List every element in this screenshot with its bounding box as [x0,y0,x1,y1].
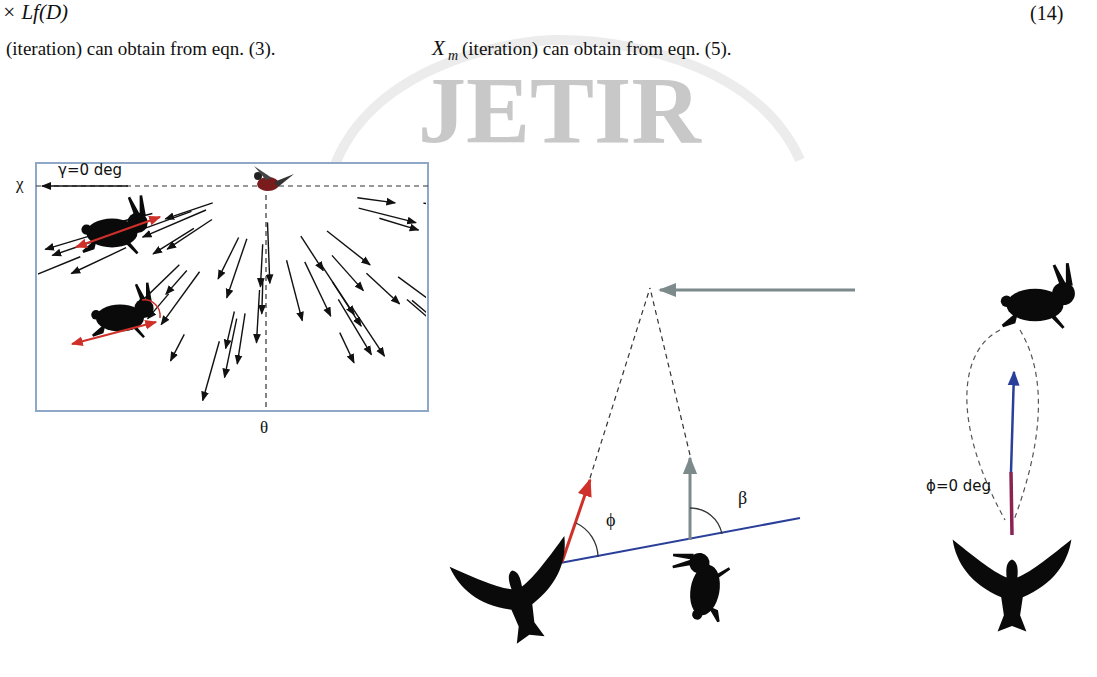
hawk-figure [450,536,589,655]
flow-arrow [237,313,245,364]
flow-arrow [407,299,426,326]
flow-arrow [366,273,399,304]
symbol: X [432,36,445,60]
axis-label: χ [16,174,24,194]
flow-arrow [338,299,371,354]
flow-arrow [379,218,418,230]
body-text: (iteration) can obtain from eqn. (5). [462,38,732,60]
angle-label: ϕ [606,510,615,531]
flow-arrow [256,290,259,343]
flow-arrow [227,239,247,298]
flow-arrow [161,272,199,325]
flow-arrow [301,236,323,270]
flow-arrow [287,260,303,320]
flow-arrow [262,279,263,314]
hawk-figure [953,540,1072,632]
flow-arrow [153,228,194,254]
angle-label: β [738,488,747,509]
flow-arrow [71,248,126,274]
flow-arrow [423,203,426,208]
watermark: JETIR [418,56,701,166]
rabbit-figure [1001,263,1075,328]
rabbit-figure [91,283,153,337]
flow-arrow [203,341,220,400]
angle-label: ϕ=0 deg [926,478,991,495]
pheasant-figure [254,166,294,191]
flow-arrow [305,262,331,316]
body-text: (iteration) can obtain from eqn. (3). [6,38,276,60]
equation-number: (14) [1030,2,1063,25]
flow-arrow [143,210,206,237]
flow-arrow [171,334,185,361]
flow-arrow [340,333,354,363]
flow-arrow [226,311,235,348]
flow-arrow [260,244,262,287]
equation-text: × Lf(D) [2,0,68,24]
angle-label: γ=0 deg [58,162,122,179]
flow-arrow [357,198,395,203]
flow-arrow [267,222,269,283]
axis-label: θ [260,418,268,438]
rabbit-figure [663,548,731,623]
flow-arrow [166,270,187,294]
flow-arrow [321,265,354,315]
flow-arrow [332,255,363,290]
flow-arrow [38,257,80,284]
flow-arrow [327,231,370,265]
field-panel [36,163,428,411]
